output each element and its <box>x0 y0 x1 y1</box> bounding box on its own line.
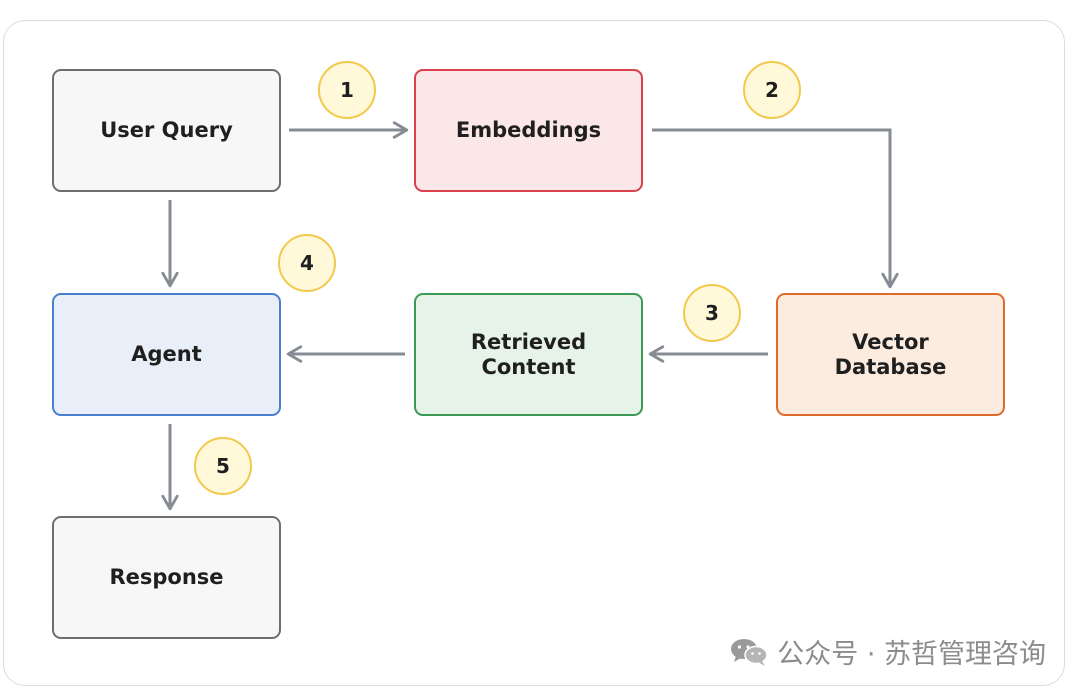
node-label-line1: Vector <box>852 329 929 354</box>
step-badge-1: 1 <box>318 61 376 119</box>
arrow-embeddings-to-vector <box>652 128 899 289</box>
node-user-query: User Query <box>52 69 281 192</box>
node-embeddings: Embeddings <box>414 69 643 192</box>
node-label-line2: Content <box>481 354 576 379</box>
step-badge-5: 5 <box>194 437 252 495</box>
watermark: 公众号 · 苏哲管理咨询 <box>729 632 1046 671</box>
node-agent: Agent <box>52 293 281 416</box>
node-retrieved-content: Retrieved Content <box>414 293 643 416</box>
node-vector-database: Vector Database <box>776 293 1005 416</box>
node-label: User Query <box>100 118 233 142</box>
step-badge-4: 4 <box>278 234 336 292</box>
watermark-text: 公众号 · 苏哲管理咨询 <box>777 639 1046 670</box>
node-label: Embeddings <box>455 118 602 142</box>
node-label: Response <box>109 565 224 589</box>
node-label: Agent <box>131 342 202 366</box>
node-response: Response <box>52 516 281 639</box>
step-badge-2: 2 <box>743 61 801 119</box>
step-badge-3: 3 <box>683 284 741 342</box>
node-label-line1: Retrieved <box>470 329 587 354</box>
wechat-icon <box>731 638 768 666</box>
node-label-line2: Database <box>834 354 947 379</box>
